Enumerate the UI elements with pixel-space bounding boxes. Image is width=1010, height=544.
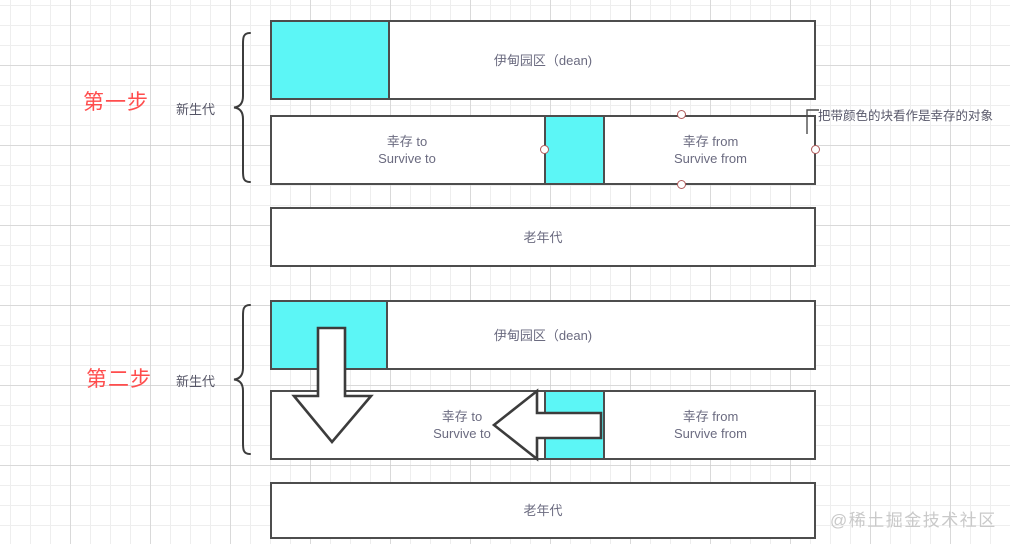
step-1-survive-to-label: 幸存 to Survive to xyxy=(378,134,436,166)
step-1-young-gen-label: 新生代 xyxy=(176,102,216,117)
step-1-survive-from-region[interactable]: 幸存 from Survive from xyxy=(605,115,816,185)
selection-handle-right[interactable] xyxy=(811,145,820,154)
annotation-leader-line xyxy=(806,109,819,134)
selection-handle-left[interactable] xyxy=(540,145,549,154)
watermark: @稀土掘金技术社区 xyxy=(830,511,997,530)
step-2-survive-from-region[interactable]: 幸存 from Survive from xyxy=(605,390,816,460)
step-1-eden-occupied-block[interactable] xyxy=(270,20,390,100)
step-2-brace xyxy=(233,304,251,455)
step-1-old-gen-label: 老年代 xyxy=(523,229,563,245)
step-2-survive-from-label: 幸存 from Survive from xyxy=(674,409,747,441)
step-1-title: 第一步 xyxy=(83,91,149,114)
step-1-survive-from-occupied-block[interactable] xyxy=(544,115,605,185)
step-2-old-gen-box[interactable]: 老年代 xyxy=(270,482,816,539)
step-1-old-gen-box[interactable]: 老年代 xyxy=(270,207,816,267)
step-1-survive-to-region[interactable]: 幸存 to Survive to xyxy=(270,115,544,185)
step-1-survivor-row[interactable] xyxy=(270,115,816,185)
selection-handle-top[interactable] xyxy=(677,110,686,119)
step-1-eden-label: 伊甸园区（dean) xyxy=(493,52,593,68)
step-2-survive-to-region[interactable]: 幸存 to Survive to xyxy=(270,390,544,460)
step-2-young-gen-label: 新生代 xyxy=(176,374,216,389)
step-2-survive-to-label: 幸存 to Survive to xyxy=(433,409,491,441)
step-2-eden-label: 伊甸园区（dean) xyxy=(493,327,593,343)
step-2-old-gen-label: 老年代 xyxy=(523,503,563,518)
annotation-text: 把带颜色的块看作是幸存的对象 xyxy=(818,109,994,123)
step-1-survive-from-label: 幸存 from Survive from xyxy=(674,134,747,166)
arrow-survive-from-to-survive-to-icon xyxy=(491,388,603,462)
selection-handle-bottom[interactable] xyxy=(677,180,686,189)
step-2-title: 第二步 xyxy=(86,368,152,391)
step-1-brace xyxy=(233,32,251,183)
arrow-eden-to-survive-to-icon xyxy=(291,326,374,445)
